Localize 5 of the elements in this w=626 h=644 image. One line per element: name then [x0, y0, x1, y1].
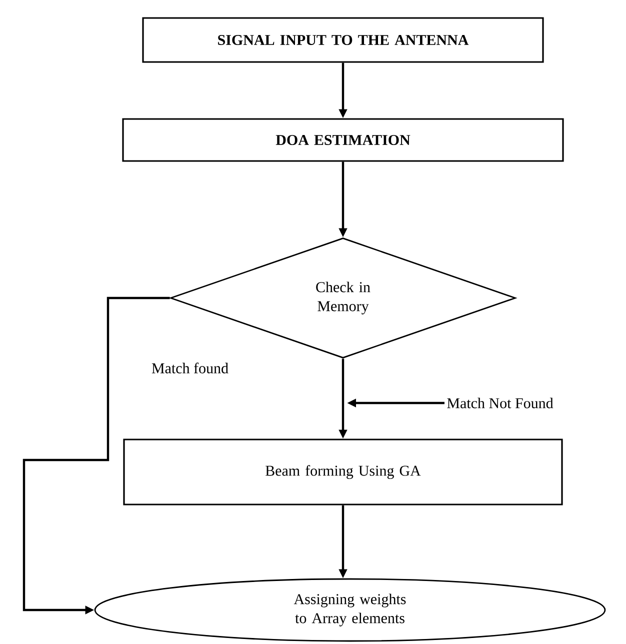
edge-label: Match found: [150, 362, 230, 374]
process-box: SIGNAL INPUT TO THE ANTENNA: [142, 17, 544, 63]
process-box: DOA ESTIMATION: [122, 118, 564, 162]
process-box: Beam forming Using GA: [123, 438, 563, 506]
branch-label: Match Not Found: [447, 398, 554, 408]
